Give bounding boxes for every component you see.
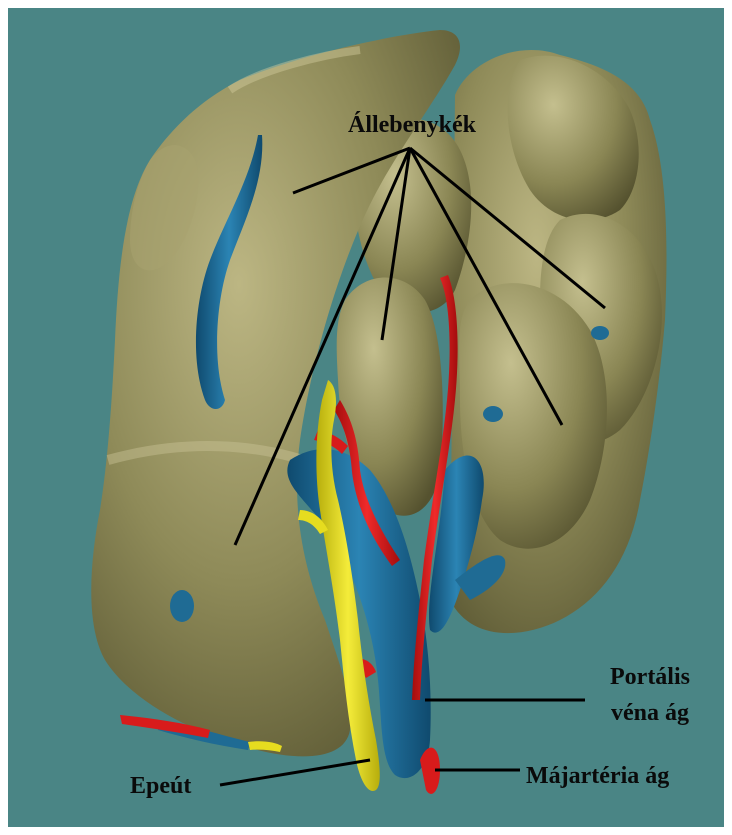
label-lobules: Állebenykék [348,112,477,138]
label-portal-vein-line1: Portális [610,664,690,690]
label-bile-duct: Epeút [130,773,191,799]
label-portal-vein-line2: véna ág [611,700,689,726]
label-hepatic-artery: Májartéria ág [526,763,669,789]
